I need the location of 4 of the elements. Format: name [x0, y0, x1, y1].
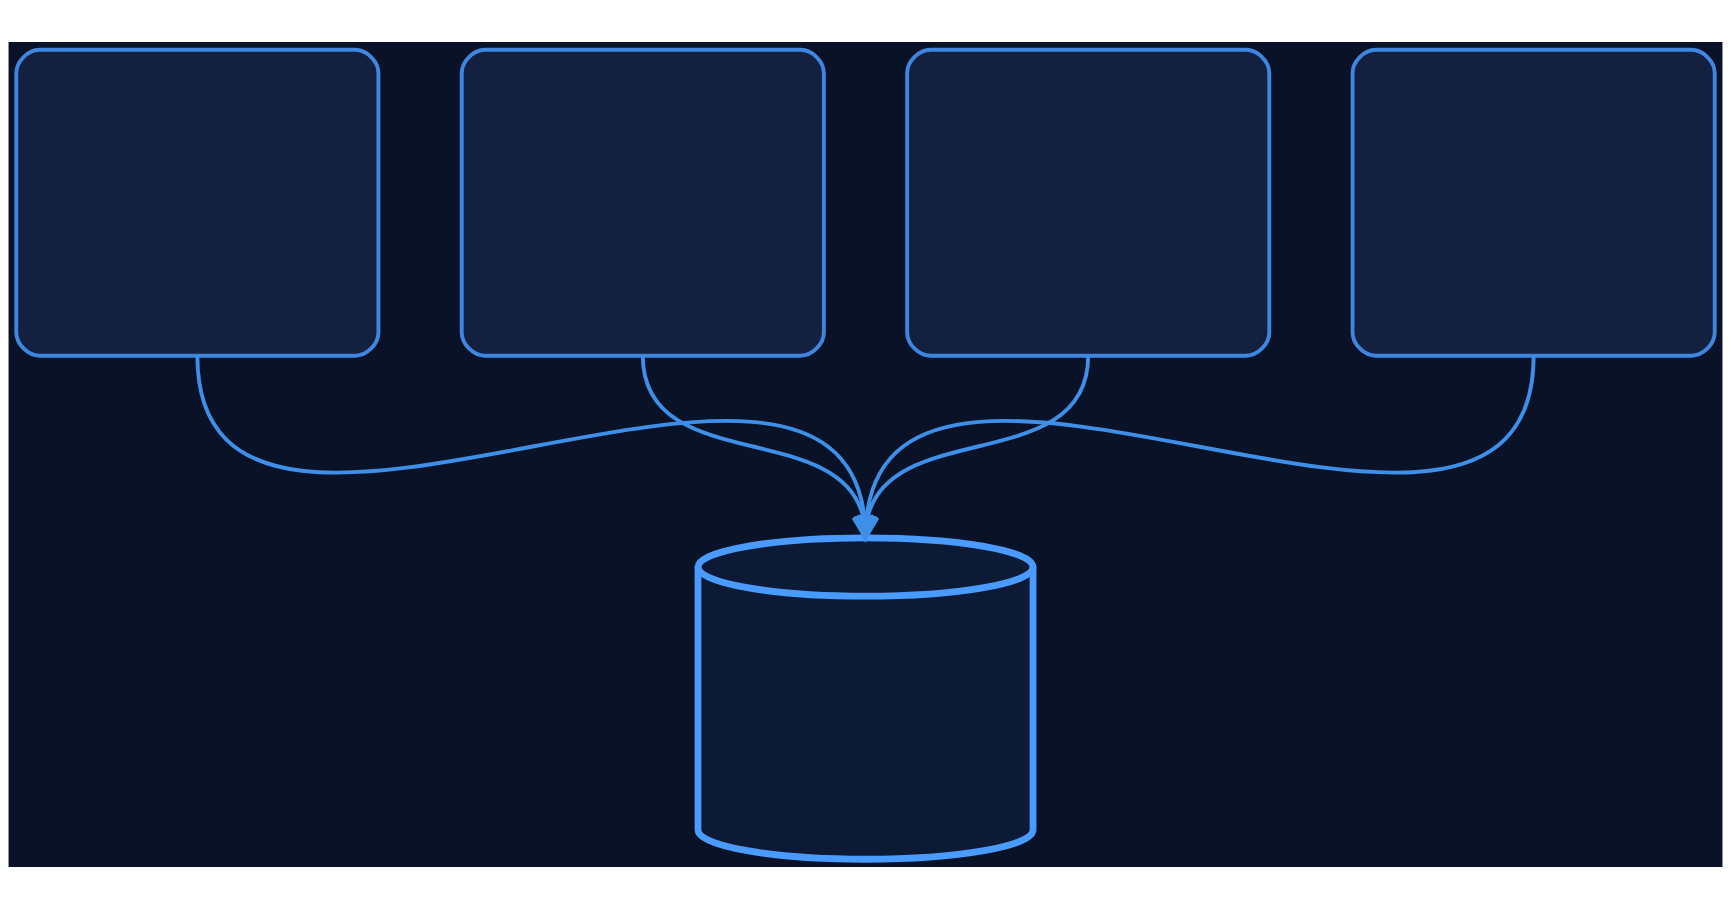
- node-box: [14, 47, 381, 358]
- node-box: [905, 47, 1272, 358]
- node-box: [1350, 47, 1717, 358]
- node-box: [459, 47, 826, 358]
